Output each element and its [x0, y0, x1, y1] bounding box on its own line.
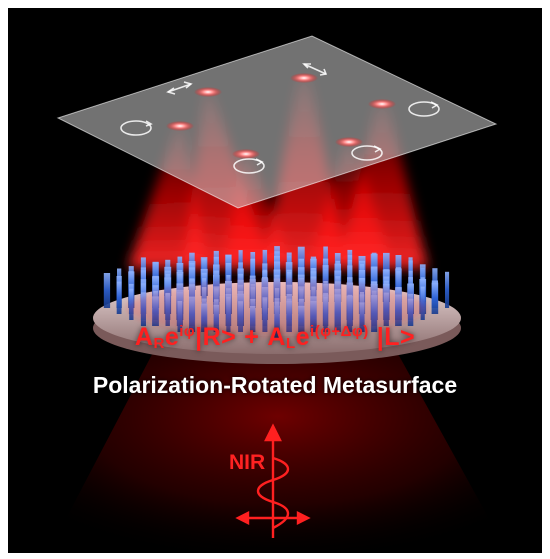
scene-illustration [48, 35, 508, 553]
amp-l: A [267, 323, 286, 351]
circular-polarization-icon [408, 101, 440, 117]
metasurface-scene: AReiφ|R>+ALei(φ+Δφ)|L> Polarization-Rota… [8, 8, 542, 553]
plus-sign: + [244, 323, 260, 351]
amp-l-subscript: L [285, 335, 296, 352]
nanopillar [431, 282, 439, 314]
linear-polarization-arrow-icon [166, 81, 193, 95]
focal-spot [232, 149, 260, 159]
focal-spot [194, 87, 222, 97]
nir-incident-indicator [235, 423, 311, 538]
ket-l: |L> [376, 323, 416, 351]
disk-glow [127, 280, 427, 336]
exp-l: e [295, 323, 311, 351]
focal-spot [335, 137, 363, 147]
exp-r: e [164, 323, 180, 351]
nanopillar [103, 273, 111, 308]
focal-spots [166, 73, 396, 159]
focal-spot [368, 99, 396, 109]
nir-label: NIR [229, 451, 266, 474]
superposition-formula: AReiφ|R>+ALei(φ+Δφ)|L> [8, 323, 542, 352]
exp-l-superscript: i(φ+Δφ) [310, 323, 369, 340]
polarization-wave-icon [256, 456, 290, 530]
incident-light-cone [48, 343, 508, 553]
nanopillar [116, 281, 122, 314]
amp-r-subscript: R [153, 335, 165, 352]
linear-polarization-arrow-icon [302, 63, 328, 76]
circular-polarization-icon [120, 120, 153, 136]
arrowhead-icon [264, 423, 282, 442]
caption-title: Polarization-Rotated Metasurface [92, 372, 458, 398]
ket-r: |R> [195, 323, 237, 351]
focal-spot [166, 121, 194, 131]
circular-polarization-icon [233, 158, 265, 174]
beam [338, 104, 428, 268]
focal-spot [290, 73, 318, 83]
nanopillar [445, 271, 450, 308]
focal-plane-plate [56, 35, 498, 209]
exp-r-superscript: iφ [179, 323, 196, 340]
polarization-markers [120, 63, 440, 174]
amp-r: A [134, 323, 154, 351]
circular-polarization-icon [351, 145, 383, 161]
